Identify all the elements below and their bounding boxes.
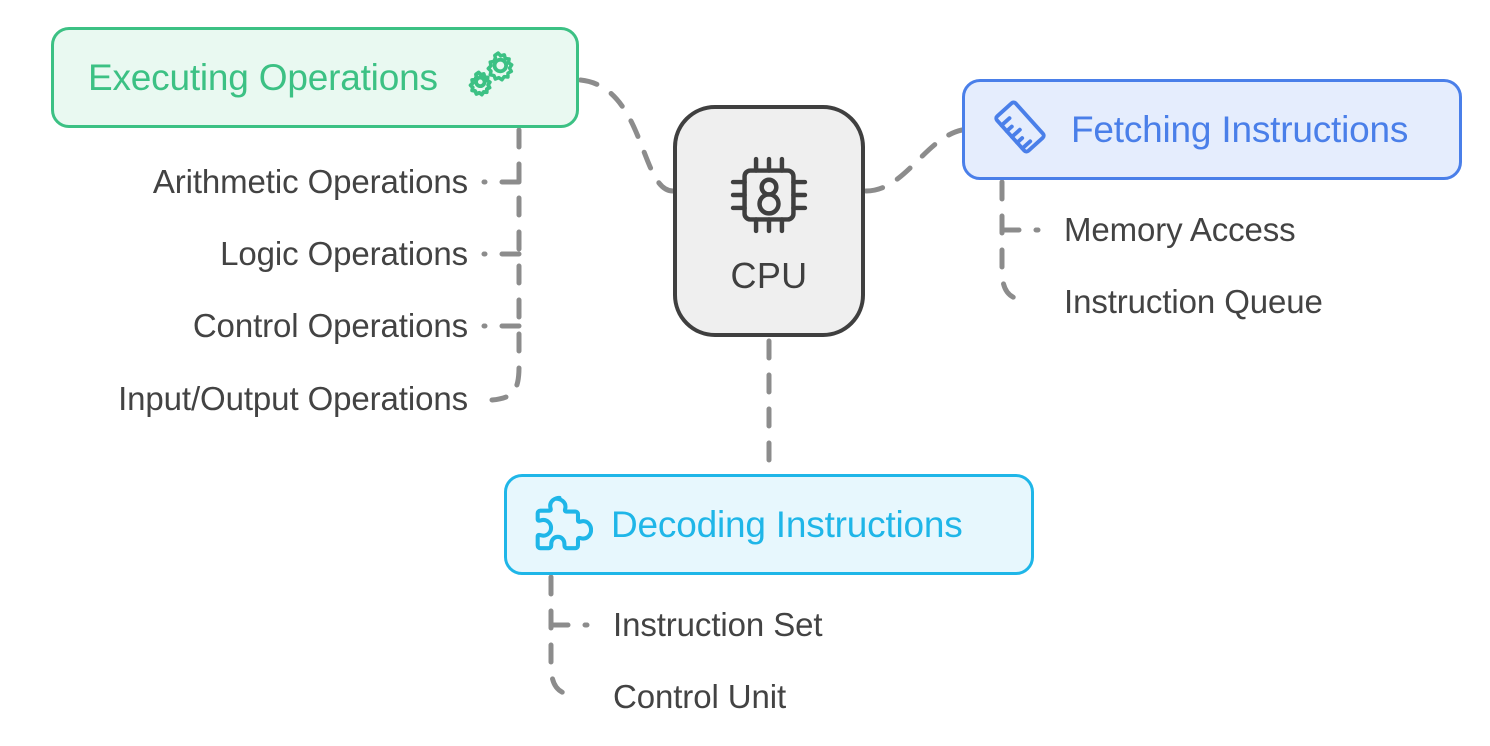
gears-icon <box>460 46 518 109</box>
wire-fetch-trunk <box>999 179 1032 304</box>
branch-label-fetching-instructions: Fetching Instructions <box>1071 109 1409 150</box>
microchip-icon <box>723 149 815 246</box>
wire-cpu-fetching <box>863 127 965 194</box>
leaf-input-output-operations: Input/Output Operations <box>118 380 468 417</box>
leaf-instruction-set: Instruction Set <box>613 606 823 643</box>
leaf-instruction-queue: Instruction Queue <box>1064 283 1323 320</box>
wire-cpu-executing <box>577 77 676 194</box>
leaf-logic-operations: Logic Operations <box>220 235 468 272</box>
branch-label-decoding-instructions: Decoding Instructions <box>611 504 963 545</box>
center-node-label: CPU <box>730 254 808 296</box>
leaf-control-operations: Control Operations <box>192 307 468 344</box>
branch-node-fetching-instructions[interactable]: Fetching Instructions <box>962 79 1462 180</box>
leaf-control-unit: Control Unit <box>613 678 787 715</box>
puzzle-piece-icon <box>531 491 594 558</box>
wire-decode-trunk <box>548 574 581 699</box>
branch-node-decoding-instructions[interactable]: Decoding Instructions <box>504 474 1034 575</box>
center-node-cpu[interactable]: CPU <box>673 105 865 337</box>
branch-label-executing-operations: Executing Operations <box>88 57 438 98</box>
ruler-icon <box>989 96 1051 163</box>
wire-exec-trunk <box>489 127 522 403</box>
branch-node-executing-operations[interactable]: Executing Operations <box>51 27 579 128</box>
leaf-memory-access: Memory Access <box>1064 211 1296 248</box>
leaf-arithmetic-operations: Arithmetic Operations <box>152 163 468 200</box>
